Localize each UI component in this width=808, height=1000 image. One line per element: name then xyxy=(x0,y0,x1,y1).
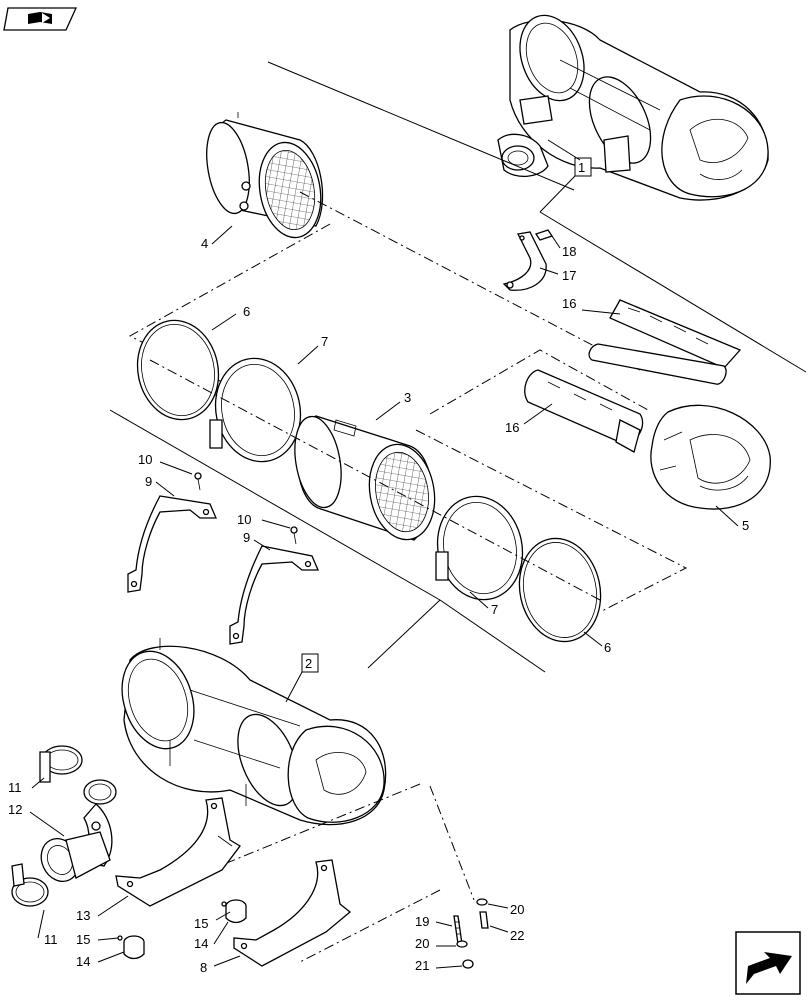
callout-9b: 9 xyxy=(243,530,250,545)
part-12-drawing xyxy=(40,779,117,882)
callout-15a: 15 xyxy=(194,916,208,931)
part-8-drawing xyxy=(233,859,352,967)
callout-20b: 20 xyxy=(415,936,429,951)
callout-22: 22 xyxy=(510,928,524,943)
callout-9a: 9 xyxy=(145,474,152,489)
part-11-upper-drawing xyxy=(39,745,83,783)
callout-16b: 16 xyxy=(505,420,519,435)
part-9-lower-drawing xyxy=(229,526,319,645)
callout-21: 21 xyxy=(415,958,429,973)
callout-10a: 10 xyxy=(138,452,152,467)
part-6-right-drawing xyxy=(518,537,602,643)
callout-8: 8 xyxy=(200,960,207,975)
part-7-left-drawing xyxy=(209,357,302,463)
assembly-1-drawing xyxy=(497,14,769,201)
part-17-18-drawing xyxy=(502,229,554,291)
part-13-drawing xyxy=(115,797,241,907)
callout-6a: 6 xyxy=(243,304,250,319)
callout-4: 4 xyxy=(201,236,208,251)
callout-10b: 10 xyxy=(237,512,251,527)
callout-13: 13 xyxy=(76,908,90,923)
callout-15b: 15 xyxy=(76,932,90,947)
part-9-upper-drawing xyxy=(127,472,217,593)
part-11-lower-drawing xyxy=(11,863,49,907)
callout-16a: 16 xyxy=(562,296,576,311)
callout-11a: 11 xyxy=(8,780,22,795)
callout-5: 5 xyxy=(742,518,749,533)
callout-19: 19 xyxy=(415,914,429,929)
part-14-lower-drawing xyxy=(123,935,145,960)
next-page-arrow-icon[interactable] xyxy=(735,931,801,995)
callout-6b: 6 xyxy=(604,640,611,655)
callout-3: 3 xyxy=(404,390,411,405)
part-7-right-drawing xyxy=(435,495,524,601)
callout-14b: 14 xyxy=(76,954,90,969)
part-14-upper-drawing xyxy=(225,899,247,924)
book-navigation-icon[interactable] xyxy=(3,7,78,31)
callout-17: 17 xyxy=(562,268,576,283)
callout-12: 12 xyxy=(8,802,22,817)
callout-1: 1 xyxy=(578,160,585,175)
callout-14a: 14 xyxy=(194,936,208,951)
assembly-2-drawing xyxy=(121,638,387,826)
callout-20a: 20 xyxy=(510,902,524,917)
callout-7a: 7 xyxy=(321,334,328,349)
callout-18: 18 xyxy=(562,244,576,259)
part-3-drawing xyxy=(294,415,436,541)
part-16-lower-drawing xyxy=(524,369,644,453)
fasteners-19-22-drawing xyxy=(453,898,489,969)
callout-7b: 7 xyxy=(491,602,498,617)
part-16-upper-drawing xyxy=(588,299,742,385)
callout-2: 2 xyxy=(305,656,312,671)
part-6-left-drawing xyxy=(136,319,220,421)
part-5-drawing xyxy=(650,404,771,510)
part-4-drawing xyxy=(206,112,324,239)
callout-11b: 11 xyxy=(44,932,58,947)
